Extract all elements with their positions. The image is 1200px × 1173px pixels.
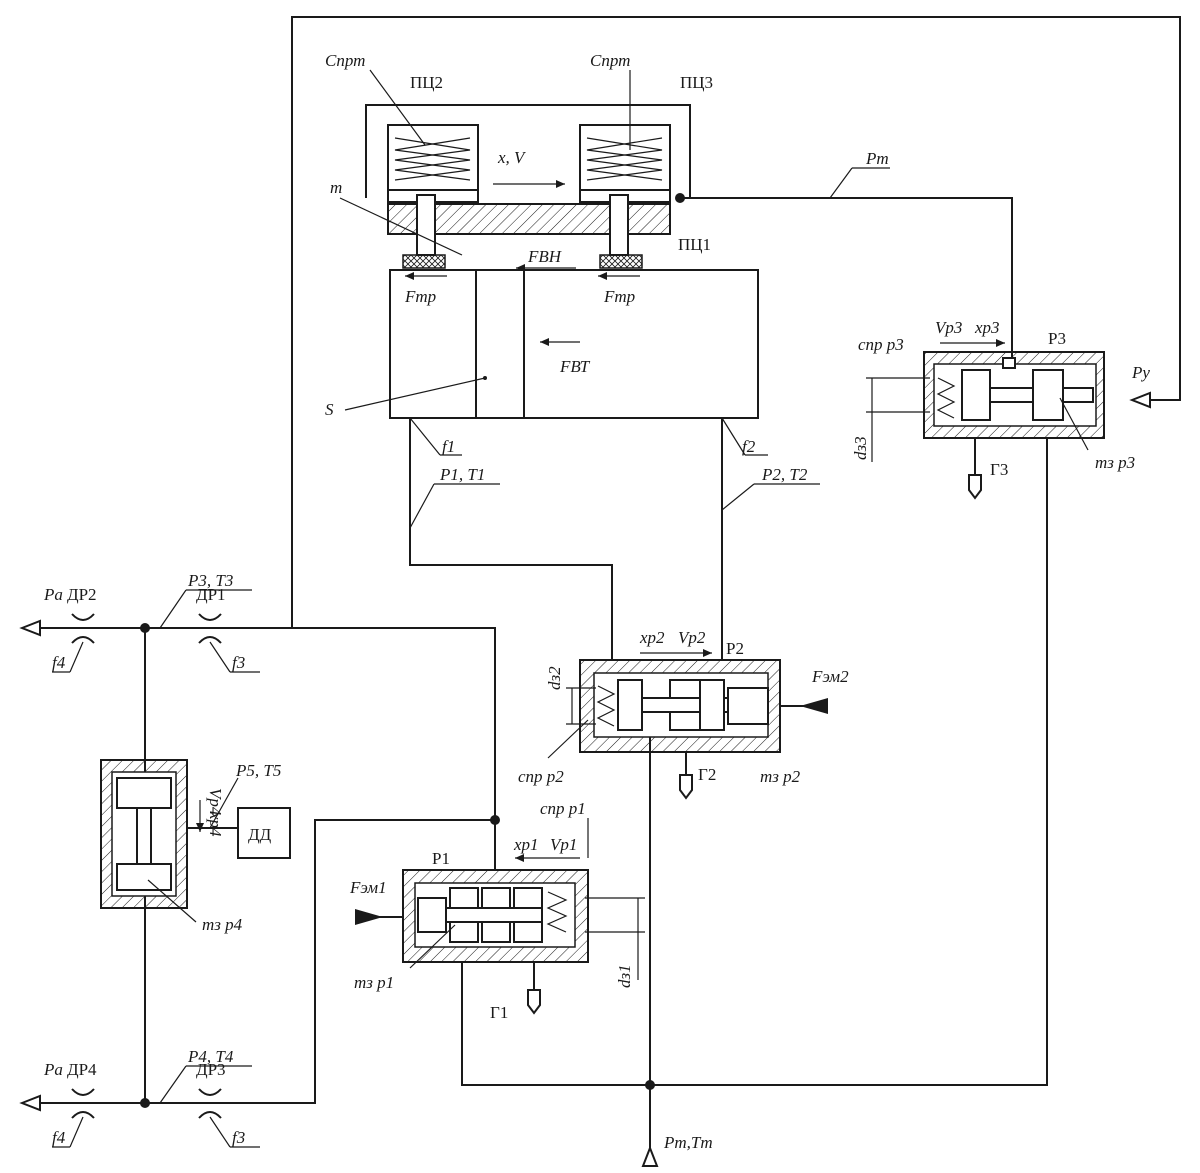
label-m: m [330, 178, 342, 197]
label-g3: Г3 [990, 460, 1008, 479]
label-c-prt-right: Cпрт [590, 51, 630, 70]
label-p2-t2: P2, T2 [761, 465, 808, 484]
label-p-t: Pт [865, 149, 889, 168]
label-m-z-p2: mз р2 [760, 767, 801, 786]
label-g1: Г1 [490, 1003, 508, 1022]
label-dr3: ДР3 [196, 1060, 226, 1079]
pressure-sensor-box [237, 807, 291, 859]
label-p-y: Pу [1131, 363, 1150, 382]
label-x-p4: xр4 [206, 811, 225, 837]
label-f-vn: FВН [527, 247, 563, 266]
label-p3-t3: P3, T3 [187, 571, 233, 590]
valve-r2 [547, 649, 828, 800]
label-f4-bot: f4 [52, 1128, 66, 1147]
label-x-p1: xр1 [513, 835, 539, 854]
control-port-triangle [1129, 391, 1151, 409]
label-c-prt-left: Cпрт [325, 51, 365, 70]
label-leaders [52, 167, 890, 1148]
junction-dots [140, 193, 685, 1108]
label-c-pr-p3: cпр р3 [858, 335, 904, 354]
label-p4-t4: P4, T4 [187, 1047, 234, 1066]
label-m-z-p3: mз р3 [1095, 453, 1135, 472]
label-dr1: ДР1 [196, 585, 226, 604]
exhaust-port-top-triangle [19, 619, 41, 637]
label-f3-bot: f3 [232, 1128, 245, 1147]
label-ptc3: ПЦ3 [680, 73, 713, 92]
label-s: S [325, 400, 334, 419]
label-f-em2: Fэм2 [811, 667, 849, 686]
label-ptc1: ПЦ1 [678, 235, 711, 254]
label-v-p3: Vр3 [935, 318, 962, 337]
label-pa-top: Pа [43, 585, 63, 604]
label-r3: Р3 [1048, 329, 1066, 348]
label-pa-bot: Pа [43, 1060, 63, 1079]
label-f3-top: f3 [232, 653, 245, 672]
throttle-dr4 [71, 1088, 95, 1119]
label-v-p1: Vр1 [550, 835, 577, 854]
label-x-p3: xр3 [974, 318, 1000, 337]
cylinder-assembly [339, 69, 759, 419]
label-f2: f2 [742, 437, 756, 456]
label-f-vt: FВТ [559, 357, 591, 376]
label-m-z-p4: mз р4 [202, 915, 243, 934]
label-ptc2: ПЦ2 [410, 73, 443, 92]
label-x-p2: xр2 [639, 628, 665, 647]
label-c-pr-p1: cпр р1 [540, 799, 586, 818]
label-r1: Р1 [432, 849, 450, 868]
valve-r1 [355, 818, 645, 1015]
label-c-pr-p2: cпр р2 [518, 767, 564, 786]
throttle-dr2 [71, 613, 95, 644]
label-v-p2: Vр2 [678, 628, 706, 647]
throttle-dr3 [198, 1088, 222, 1119]
label-f-em1: Fэм1 [349, 878, 387, 897]
label-f4-top: f4 [52, 653, 66, 672]
diagram-labels: Cпрт ПЦ2 Cпрт ПЦ3 x, V m ПЦ1 FВН Fтр Fтр… [43, 51, 1150, 1152]
label-dd: ДД [248, 825, 272, 844]
label-f-tr-right: Fтр [603, 287, 635, 306]
label-p5-t5: P5, T5 [235, 761, 281, 780]
label-r2: Р2 [726, 639, 744, 658]
throttle-dr1 [198, 613, 222, 644]
exhaust-port-bottom-triangle [19, 1094, 41, 1112]
label-d-z2: dз2 [545, 666, 564, 690]
label-p1-t1: P1, T1 [439, 465, 485, 484]
label-d-z1: dз1 [615, 964, 634, 988]
label-pm-tm: Pm,Tm [663, 1133, 713, 1152]
label-g2: Г2 [698, 765, 716, 784]
label-v-p4: Vр4 [206, 788, 225, 816]
label-m-z-p1: mз р1 [354, 973, 394, 992]
label-f-tr-left: Fтр [404, 287, 436, 306]
supply-port-triangle [641, 1145, 659, 1167]
label-f1: f1 [442, 437, 455, 456]
label-dr2: ДР2 [67, 585, 97, 604]
label-dr4: ДР4 [67, 1060, 97, 1079]
valve-r4 [100, 759, 239, 923]
label-d-z3: dз3 [851, 436, 870, 460]
label-x-v: x, V [497, 148, 527, 167]
valve-r3 [866, 339, 1105, 500]
